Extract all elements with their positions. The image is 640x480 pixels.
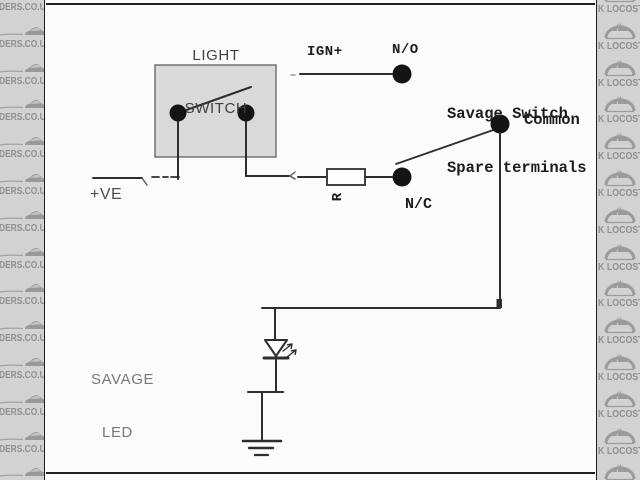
car-icon [0,210,44,220]
locost-logo-icon [604,242,636,260]
car-icon [0,63,44,73]
car-icon [0,173,44,183]
watermark-unit-right: K LOCOST [597,242,640,279]
locost-logo-icon [604,426,636,444]
watermark-unit-right: K LOCOST [597,21,640,58]
watermark-unit-right: K LOCOST [597,205,640,242]
watermark-unit-left: DERS.CO.UK [0,24,44,61]
locost-logo-icon [604,463,636,480]
locost-logo-icon [604,389,636,407]
watermark-unit-left: DERS.CO.UK [0,171,44,208]
watermark-unit-right: K LOCOST [597,315,640,352]
watermark-unit-left: DERS.CO.UK [0,392,44,429]
watermark-unit-left: DERS.CO.UK [0,134,44,171]
watermark-unit-left: DERS.CO.UK [0,61,44,98]
frame-bottom-line [46,472,595,474]
nc-terminal-label: N/C [405,196,433,213]
car-icon [0,431,44,441]
locost-logo-icon [604,279,636,297]
watermark-unit-right: K LOCOST [597,352,640,389]
watermark-unit-right: K LOCOST [597,278,640,315]
locost-logo-icon [604,58,636,76]
common-terminal-label: Common [524,111,580,129]
diagram-panel [44,0,597,480]
watermark-unit-left: DERS.CO.UK [0,245,44,282]
watermark-unit-left: DERS.CO.UK [0,318,44,355]
light-switch-label: LIGHT SWITCH [184,47,248,117]
watermark-unit-right: K LOCOST [597,131,640,168]
no-terminal-label: N/O [392,42,419,58]
locost-logo-icon [604,131,636,150]
car-icon [0,468,44,477]
car-icon [0,284,44,293]
car-icon [0,394,44,404]
locost-logo-icon [604,0,636,3]
watermark-unit-right: K LOCOST [597,168,640,205]
resistor-label: R [330,192,347,202]
watermark-strip-left: DERS.CO.UK DERS.CO.UK DERS.CO.UK [0,0,44,480]
watermark-unit-left: DERS.CO.UK [0,97,44,134]
watermark-unit-left: DERS.CO.UK [0,208,44,245]
locost-logo-icon [604,315,636,334]
locost-logo-icon [604,21,636,39]
car-icon [0,247,44,257]
watermark-unit-right: K LOCOST [597,58,640,95]
watermark-unit-left: DERS.CO.UK [0,0,44,24]
positive-supply-label: +VE [90,186,123,203]
watermark-unit-right: K LOCOST [597,389,640,426]
car-icon [0,357,44,367]
savage-switch-label: Savage Switch Spare terminals [447,105,587,177]
watermark-unit-right: K LOCOST [597,426,640,463]
watermark-unit-left: DERS.CO.UK [0,465,44,480]
ign-label: IGN+ [307,44,343,60]
watermark-unit-right: K LOCOST [597,94,640,131]
frame-top-line [46,3,595,5]
watermark-strip-right: K LOCOST K LOCOST K LOCOST [597,0,640,480]
locost-logo-icon [604,352,636,371]
car-icon [0,100,44,109]
car-icon [0,137,44,146]
locost-logo-icon [604,95,636,113]
locost-logo-icon [604,205,636,223]
car-icon [0,26,44,36]
locost-logo-icon [604,168,636,187]
watermark-unit-left: DERS.CO.UK [0,355,44,392]
savage-led-label: SAVAGE LED [91,371,155,441]
watermark-unit-right: K LOCOST [597,462,640,480]
car-icon [0,321,44,330]
watermark-unit-left: DERS.CO.UK [0,281,44,318]
watermark-unit-right: K LOCOST [597,0,640,21]
watermark-unit-left: DERS.CO.UK [0,429,44,466]
